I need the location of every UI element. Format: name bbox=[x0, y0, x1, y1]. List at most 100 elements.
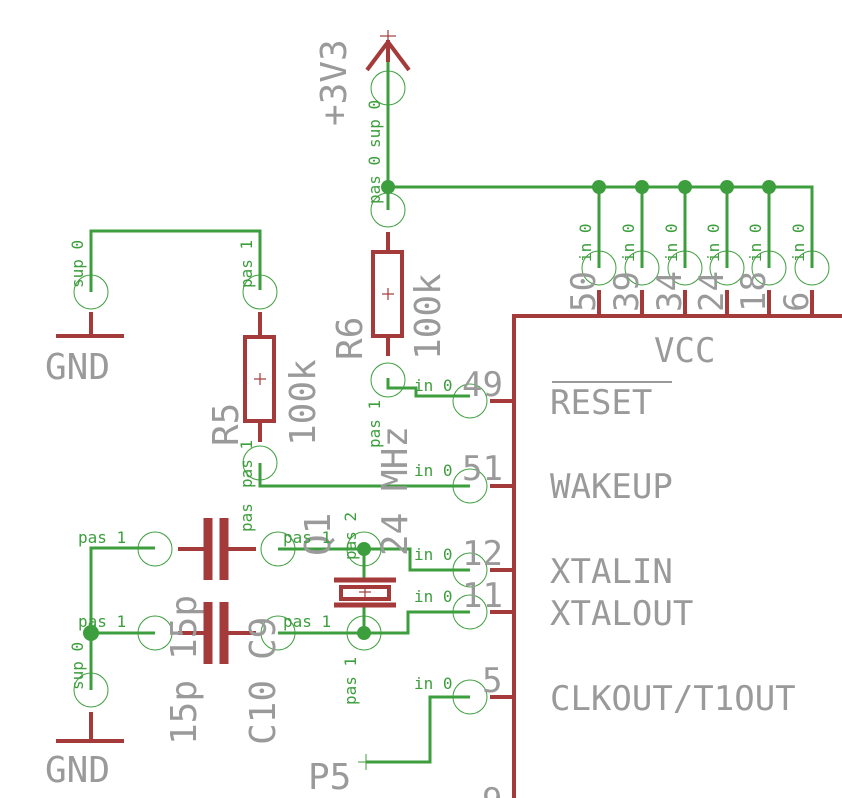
tag-pin-39: in 0 bbox=[619, 223, 638, 262]
reset-label: RESET bbox=[550, 383, 652, 423]
junction-vcc-1 bbox=[381, 180, 395, 194]
tag-3v3: sup 0 bbox=[365, 100, 384, 148]
r5-value: 100k bbox=[283, 359, 324, 446]
tag-gnd-top: sup 0 bbox=[68, 240, 87, 288]
junctions bbox=[83, 180, 776, 641]
pin-number-51: 51 bbox=[462, 449, 503, 489]
pin-circle-gnd-bottom bbox=[73, 672, 109, 708]
pin-circle-c9-right bbox=[260, 531, 296, 567]
pin-number-24: 24 bbox=[692, 271, 732, 312]
tag-pin-5: in 0 bbox=[414, 674, 453, 693]
tag-c10-right: pas 1 bbox=[283, 612, 331, 631]
wire-xtalin-net bbox=[278, 547, 470, 572]
q1-value: 24 MHz bbox=[375, 426, 416, 556]
p5-label: P5 bbox=[308, 757, 351, 798]
junction-vcc-2 bbox=[592, 180, 606, 194]
pin-circle-11 bbox=[452, 594, 488, 630]
pin-circles bbox=[73, 70, 830, 715]
tag-pin-24: in 0 bbox=[704, 223, 723, 262]
pin-circle-49 bbox=[452, 383, 488, 419]
wakeup-label: WAKEUP bbox=[550, 467, 673, 507]
junction-vcc-4 bbox=[678, 180, 692, 194]
tag-r5-top: pas 1 bbox=[237, 240, 256, 288]
pin-circle-18 bbox=[751, 250, 787, 286]
pin-circle-r6-top bbox=[370, 192, 406, 228]
pin-number-49: 49 bbox=[462, 365, 503, 405]
gnd-bottom-label: GND bbox=[45, 750, 110, 791]
ic-body-outline bbox=[512, 314, 842, 798]
junction-vcc-5 bbox=[720, 180, 734, 194]
tag-r5-bottom: pas 1 bbox=[237, 440, 256, 488]
p5-cross bbox=[358, 754, 374, 770]
pin-number-39: 39 bbox=[607, 271, 647, 312]
tag-pin-11: in 0 bbox=[414, 587, 453, 606]
pin-circle-q1-bottom bbox=[346, 615, 382, 651]
clkout-label: CLKOUT/T1OUT bbox=[550, 679, 796, 719]
pin-circle-50 bbox=[581, 250, 617, 286]
tag-r6-bottom: pas 1 bbox=[365, 400, 384, 448]
tag-q1-top: pas 2 bbox=[341, 512, 360, 560]
junction-vcc-6 bbox=[762, 180, 776, 194]
pin-circle-c10-left bbox=[137, 615, 173, 651]
pin-circle-r5-bottom bbox=[242, 445, 278, 481]
c10-name: C10 bbox=[243, 680, 284, 745]
pin-number-bottom: 9 bbox=[482, 781, 502, 798]
pin-number-50: 50 bbox=[564, 271, 604, 312]
pin-number-34: 34 bbox=[650, 271, 690, 312]
pin-circle-51 bbox=[452, 468, 488, 504]
wires bbox=[89, 52, 814, 764]
tag-pin-12: in 0 bbox=[414, 545, 453, 564]
gnd-top-label: GND bbox=[45, 347, 110, 388]
pin-circle-5 bbox=[452, 679, 488, 715]
wire-r6-pin49 bbox=[386, 378, 470, 398]
tag-r6-top: pas 0 bbox=[365, 156, 384, 204]
tag-pin-34: in 0 bbox=[662, 223, 681, 262]
supply-label: +3V3 bbox=[314, 39, 355, 126]
xtalin-label: XTALIN bbox=[550, 552, 673, 592]
c9-value: 15p bbox=[164, 595, 205, 660]
wire-gnd-r5 bbox=[89, 229, 262, 292]
pin-circle-c10-right bbox=[260, 615, 296, 651]
tag-c9-vert: pas bbox=[237, 503, 256, 532]
pin-circle-34 bbox=[667, 250, 703, 286]
junction-gnd-bottom bbox=[83, 625, 99, 641]
tag-gnd-bottom: sup 0 bbox=[68, 642, 87, 690]
r6-name: R6 bbox=[330, 317, 371, 360]
junction-vcc-3 bbox=[635, 180, 649, 194]
tag-pin-49: in 0 bbox=[414, 376, 453, 395]
pin-circle-q1-top bbox=[346, 531, 382, 567]
wire-c9-left bbox=[89, 546, 155, 690]
pin-circle-24 bbox=[709, 250, 745, 286]
pin-circle-r6-bottom bbox=[370, 362, 406, 398]
tag-pin-50: in 0 bbox=[576, 223, 595, 262]
junction-xtalin bbox=[357, 542, 371, 556]
component-bodies bbox=[56, 38, 842, 798]
center-marks bbox=[254, 30, 396, 598]
c9-name: C9 bbox=[243, 617, 284, 660]
wire-xtalout-net bbox=[278, 610, 470, 635]
pin-number-11: 11 bbox=[462, 576, 503, 616]
wire-vcc-bus bbox=[388, 185, 814, 268]
wire-p5-clkout bbox=[366, 695, 470, 764]
c10-value: 15p bbox=[164, 680, 205, 745]
q1-name: Q1 bbox=[298, 513, 339, 556]
r6-value: 100k bbox=[408, 273, 449, 360]
pin-circle-39 bbox=[624, 250, 660, 286]
tag-c9-left: pas 1 bbox=[78, 528, 126, 547]
tag-pin-6: in 0 bbox=[789, 223, 808, 262]
pin-circle-3v3 bbox=[370, 70, 406, 106]
xtalout-label: XTALOUT bbox=[550, 594, 693, 634]
tag-q1-bottom: pas 1 bbox=[341, 657, 360, 705]
pin-circle-6 bbox=[794, 250, 830, 286]
r5-name: R5 bbox=[206, 403, 247, 446]
pin-circle-12 bbox=[452, 552, 488, 588]
wire-r5-wakeup bbox=[258, 463, 470, 488]
pin-number-18: 18 bbox=[734, 271, 774, 312]
tag-c10-left: pas 1 bbox=[78, 612, 126, 631]
tag-pin-51: in 0 bbox=[414, 461, 453, 480]
pin-number-12: 12 bbox=[462, 534, 503, 574]
vcc-label: VCC bbox=[654, 331, 715, 371]
pin-tags: sup 0 pas 0 pas 1 sup 0 pas 1 pas 1 pas … bbox=[68, 100, 808, 705]
pin-circle-r5-top bbox=[242, 274, 278, 310]
